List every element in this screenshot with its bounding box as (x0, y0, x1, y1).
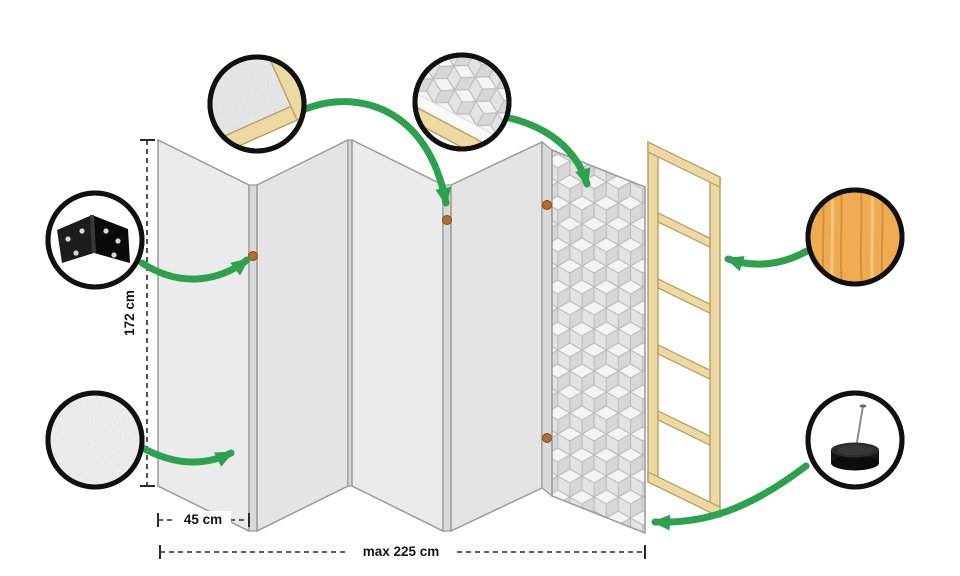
frame-rung (657, 409, 711, 447)
total-width-dimension: max 225 cm (159, 542, 646, 561)
hinge-dot (442, 215, 452, 225)
callout-arrows (137, 98, 811, 531)
arrow-fleece-to-panel (137, 443, 235, 467)
panel-1 (157, 138, 250, 533)
panel-4 (450, 140, 543, 533)
nail-icon (855, 405, 864, 449)
arrow-hinge-to-fold (138, 256, 251, 283)
callout-edge-layers (412, 52, 512, 152)
frame-right-stile (709, 171, 721, 519)
arrow-edge-detail-to-panel (501, 113, 591, 188)
fold-edge-3-4 (442, 184, 452, 532)
panel-5-patterned (551, 148, 646, 535)
felt-pad-illustration (831, 404, 879, 471)
callout-wood (805, 187, 905, 287)
panel-2 (256, 138, 349, 533)
hinge-dot (542, 200, 552, 210)
callout-hinge (45, 190, 145, 290)
arrow-wood-to-frame (724, 247, 811, 272)
frame-rung (657, 211, 711, 249)
height-label: 172 cm (122, 290, 137, 336)
arrow-feltpad-to-base (651, 462, 810, 531)
frame-rung (657, 343, 711, 381)
hinge-dot (542, 433, 552, 443)
frame-left-stile (647, 140, 659, 488)
hinge-dot (248, 251, 258, 261)
hinge-illustration (57, 214, 130, 263)
frame-top-rail (647, 140, 721, 189)
fleece-illustration (50, 395, 140, 485)
wooden-frame (647, 140, 721, 519)
callout-felt-pad (805, 390, 905, 490)
panel-width-label: 45 cm (184, 512, 222, 527)
frame-bottom-rail (647, 470, 721, 519)
height-dimension: 172 cm (122, 139, 155, 487)
panel-width-dimension: 45 cm (157, 511, 250, 528)
room-divider (157, 138, 646, 535)
frame-rung (657, 277, 711, 315)
arrow-frame-corner-to-panel (299, 98, 452, 207)
panel-3 (351, 138, 444, 533)
callout-frame-corner (207, 54, 307, 154)
total-width-label: max 225 cm (363, 544, 440, 559)
fold-edge-1-2 (248, 184, 258, 532)
callout-fleece (45, 390, 145, 490)
